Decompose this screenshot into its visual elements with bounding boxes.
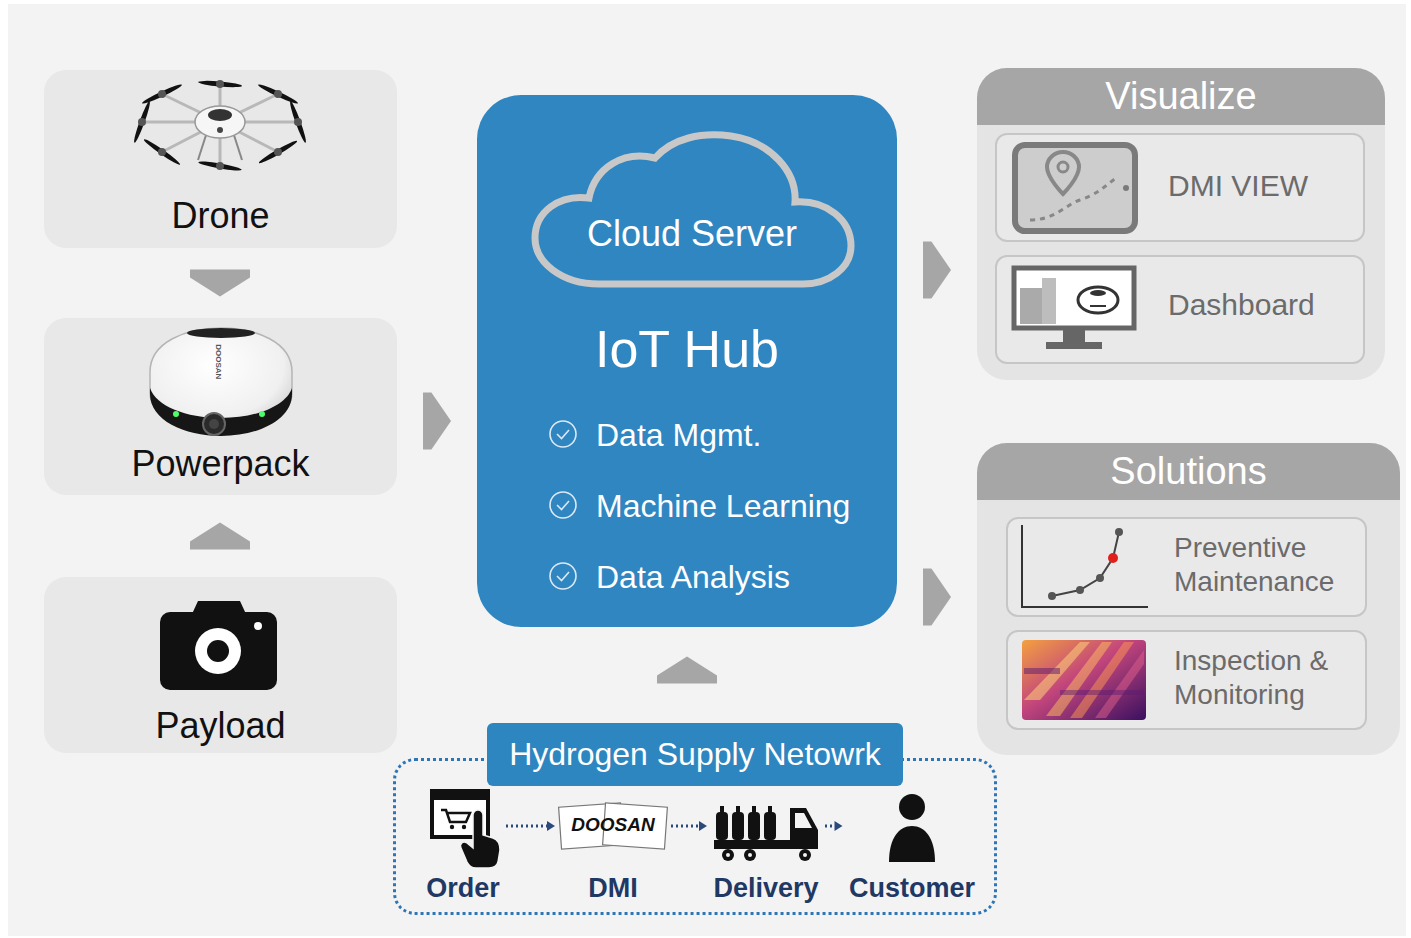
logo-text: DOOSAN bbox=[213, 342, 223, 382]
step-label: DMI bbox=[588, 872, 638, 904]
text-slot: Order bbox=[423, 872, 503, 904]
step-label: Order bbox=[426, 872, 500, 904]
chevron-shape bbox=[423, 393, 451, 450]
dotted-flow-arrow bbox=[506, 821, 555, 831]
text-slot: DMI bbox=[558, 872, 668, 904]
flow-chevron bbox=[190, 270, 250, 297]
component-title: Drone bbox=[44, 194, 397, 237]
flow-chevron bbox=[423, 393, 451, 450]
text-slot: Data Analysis bbox=[596, 558, 886, 596]
text-slot: Inspection & Monitoring bbox=[1174, 644, 1359, 711]
flow-chevron bbox=[923, 569, 951, 626]
network-tab: Hydrogen Supply Netowrk bbox=[487, 723, 903, 786]
text-slot: Data Mgmt. bbox=[596, 416, 886, 454]
cloud-path bbox=[535, 135, 851, 284]
component-title: Payload bbox=[44, 704, 397, 747]
dotted-line bbox=[506, 825, 547, 828]
doosan-logo-cards bbox=[559, 803, 668, 849]
cloud-outline bbox=[527, 128, 857, 292]
hub-feature: Machine Learning bbox=[596, 487, 886, 525]
text-slot: Solutions bbox=[977, 443, 1400, 500]
person-icon bbox=[889, 794, 935, 862]
chevron-shape bbox=[190, 523, 250, 550]
text-slot: Cloud Server bbox=[527, 212, 857, 255]
dotted-flow-arrow bbox=[671, 821, 707, 831]
dotted-flow-arrow bbox=[825, 821, 843, 831]
flow-chevron bbox=[657, 657, 717, 684]
tablet-map-icon bbox=[1015, 145, 1135, 231]
text-slot: Drone bbox=[44, 194, 397, 237]
check-icons bbox=[550, 421, 576, 589]
flow-chevron bbox=[923, 242, 951, 299]
arrow-head bbox=[835, 821, 843, 831]
hub-feature: Data Analysis bbox=[596, 558, 886, 596]
hub-feature: Data Mgmt. bbox=[596, 416, 886, 454]
output-item-box: Preventive Maintenance bbox=[1006, 517, 1367, 617]
logo-text: DOOSAN bbox=[563, 814, 663, 837]
text-slot: Hydrogen Supply Netowrk bbox=[393, 723, 997, 786]
text-slot: Visualize bbox=[977, 68, 1385, 125]
order-icon bbox=[432, 791, 500, 868]
text-slot: DMI VIEW bbox=[1168, 168, 1358, 204]
hub-panel: IoT HubData Mgmt. Machine LearningData An… bbox=[477, 95, 897, 627]
text-slot: Preventive Maintenance bbox=[1174, 531, 1359, 598]
text-slot: Customer bbox=[846, 872, 979, 904]
component-title: Powerpack bbox=[44, 442, 397, 485]
step-label: Delivery bbox=[713, 872, 818, 904]
arrow-head bbox=[547, 821, 555, 831]
text-slot: Delivery bbox=[710, 872, 822, 904]
thermal-image bbox=[1022, 640, 1146, 720]
cloud-title: Cloud Server bbox=[527, 212, 857, 255]
panel-header: Solutions bbox=[977, 443, 1400, 500]
text-slot: Payload bbox=[44, 704, 397, 747]
item-label: Inspection & Monitoring bbox=[1174, 644, 1359, 711]
item-label: Preventive Maintenance bbox=[1174, 531, 1359, 598]
text-slot: Powerpack bbox=[44, 442, 397, 485]
text-slot: DOOSAN bbox=[198, 357, 238, 367]
trend-chart-icon bbox=[1022, 525, 1148, 607]
text-slot: Machine Learning bbox=[596, 487, 886, 525]
drone-illustration bbox=[132, 80, 308, 173]
hub-title: IoT Hub bbox=[477, 318, 897, 380]
monitor-icon bbox=[1014, 268, 1134, 349]
text-slot: DOOSAN bbox=[563, 814, 663, 837]
item-label: Dashboard bbox=[1168, 287, 1358, 323]
step-label: Customer bbox=[849, 872, 975, 904]
cloud-shape: Cloud Server bbox=[527, 128, 857, 292]
text-slot: Dashboard bbox=[1168, 287, 1358, 323]
dotted-line bbox=[671, 825, 699, 828]
chevron-shape bbox=[923, 569, 951, 626]
truck-icon bbox=[714, 806, 818, 861]
chevron-shape bbox=[657, 657, 717, 684]
camera-icon bbox=[160, 601, 277, 690]
chevron-shape bbox=[190, 270, 250, 297]
dotted-line bbox=[825, 825, 835, 828]
chevron-shape bbox=[923, 242, 951, 299]
arrow-head bbox=[699, 821, 707, 831]
flow-chevron bbox=[190, 523, 250, 550]
panel-header: Visualize bbox=[977, 68, 1385, 125]
text-slot: IoT Hub bbox=[477, 318, 897, 380]
powerpack-illustration bbox=[150, 328, 292, 436]
item-label: DMI VIEW bbox=[1168, 168, 1358, 204]
